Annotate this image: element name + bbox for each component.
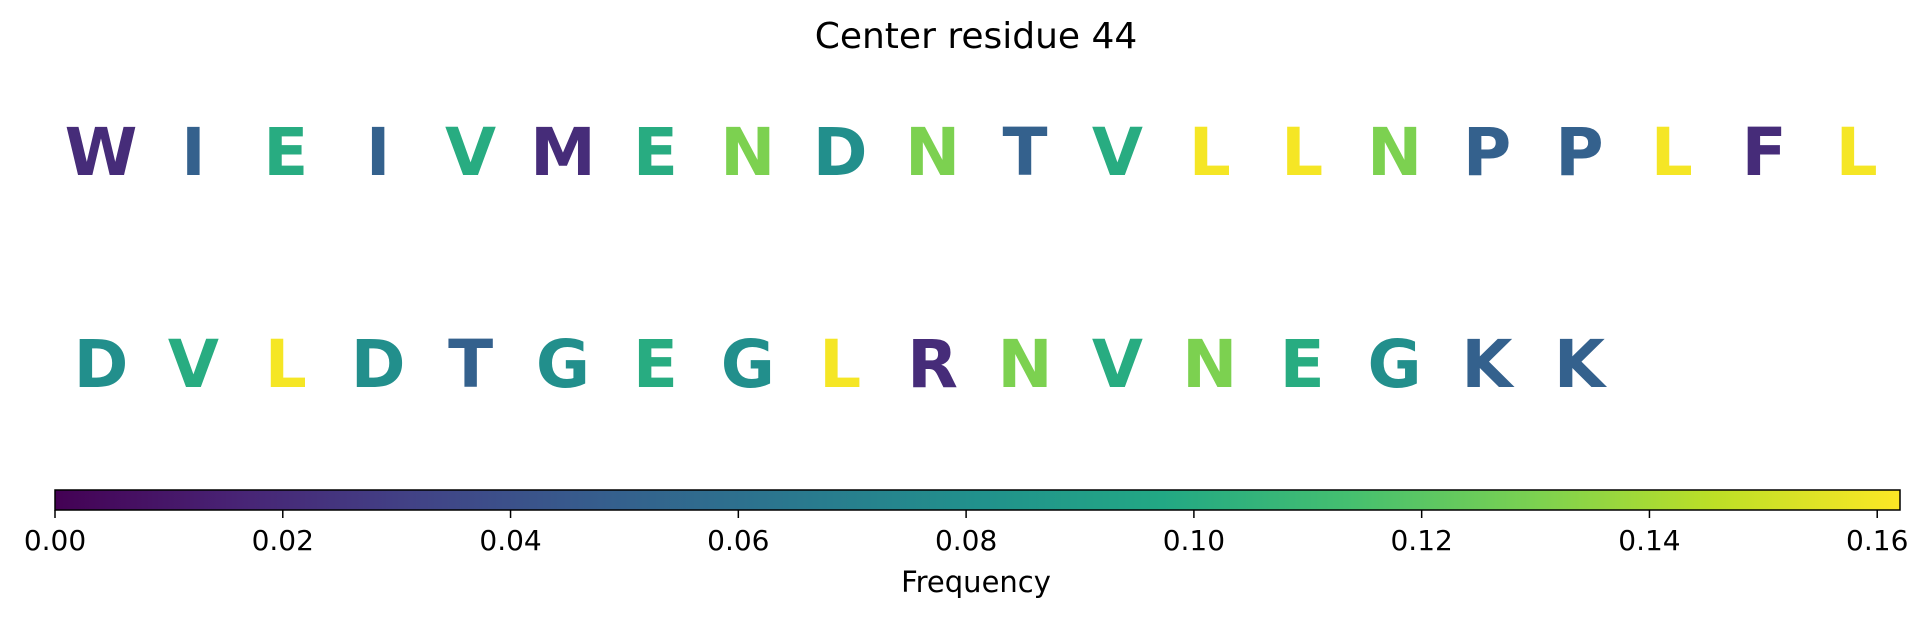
residue-letter: N — [720, 114, 775, 191]
residue-letter: L — [1281, 114, 1323, 191]
residue-letter: L — [819, 326, 861, 403]
colorbar-tick-label: 0.00 — [24, 524, 86, 557]
residue-letter: T — [1002, 114, 1047, 191]
colorbar-tick-label: 0.10 — [1163, 524, 1225, 557]
residue-letter: N — [997, 326, 1052, 403]
residue-letter: K — [1554, 326, 1608, 403]
residue-letter: N — [1367, 114, 1422, 191]
residue-letter: N — [1182, 326, 1237, 403]
colorbar-tick-label: 0.02 — [252, 524, 314, 557]
residue-letter: D — [813, 114, 868, 191]
colorbar-label: Frequency — [901, 565, 1051, 599]
residue-letter: L — [1836, 114, 1878, 191]
colorbar-tick-label: 0.08 — [935, 524, 997, 557]
residue-letter: I — [366, 114, 391, 191]
residue-letter: W — [65, 114, 138, 191]
residue-letter: N — [905, 114, 960, 191]
colorbar-ticks: 0.00 0.02 0.04 0.06 0.08 0.10 0.12 0.14 0.16 — [24, 510, 1908, 557]
residue-letter: D — [74, 326, 129, 403]
residue-letter: L — [1189, 114, 1231, 191]
residue-letter: L — [265, 326, 307, 403]
colorbar-tick-label: 0.04 — [479, 524, 541, 557]
colorbar-tick-label: 0.14 — [1618, 524, 1680, 557]
residue-letter: I — [181, 114, 206, 191]
residue-letter: G — [1368, 326, 1422, 403]
residue-letter: V — [168, 326, 219, 403]
residue-letter: E — [1280, 326, 1325, 403]
residue-letter: K — [1461, 326, 1515, 403]
residue-letter: E — [633, 114, 678, 191]
residue-letter: G — [536, 326, 590, 403]
residue-letter: V — [445, 114, 496, 191]
residue-letter: R — [907, 326, 958, 403]
colorbar-tick-label: 0.06 — [707, 524, 769, 557]
residue-letter: E — [263, 114, 308, 191]
residue-letter: G — [721, 326, 775, 403]
colorbar-gradient — [54, 489, 1901, 511]
residue-letter: L — [1651, 114, 1693, 191]
residue-letter: P — [1463, 114, 1511, 191]
residue-letter: M — [530, 114, 596, 191]
colorbar-tick-label: 0.12 — [1390, 524, 1452, 557]
residue-letter: T — [448, 326, 493, 403]
colorbar-tick-label: 0.16 — [1846, 524, 1908, 557]
colorbar: 0.00 0.02 0.04 0.06 0.08 0.10 0.12 0.14 0.16 Fre… — [24, 489, 1908, 599]
chart-title: Center residue 44 — [815, 16, 1138, 57]
residue-letter: P — [1555, 114, 1603, 191]
residue-letter: E — [633, 326, 678, 403]
residue-letter: V — [1092, 114, 1143, 191]
residue-letter: F — [1742, 114, 1787, 191]
residue-letter: V — [1092, 326, 1143, 403]
residue-letter: D — [351, 326, 406, 403]
